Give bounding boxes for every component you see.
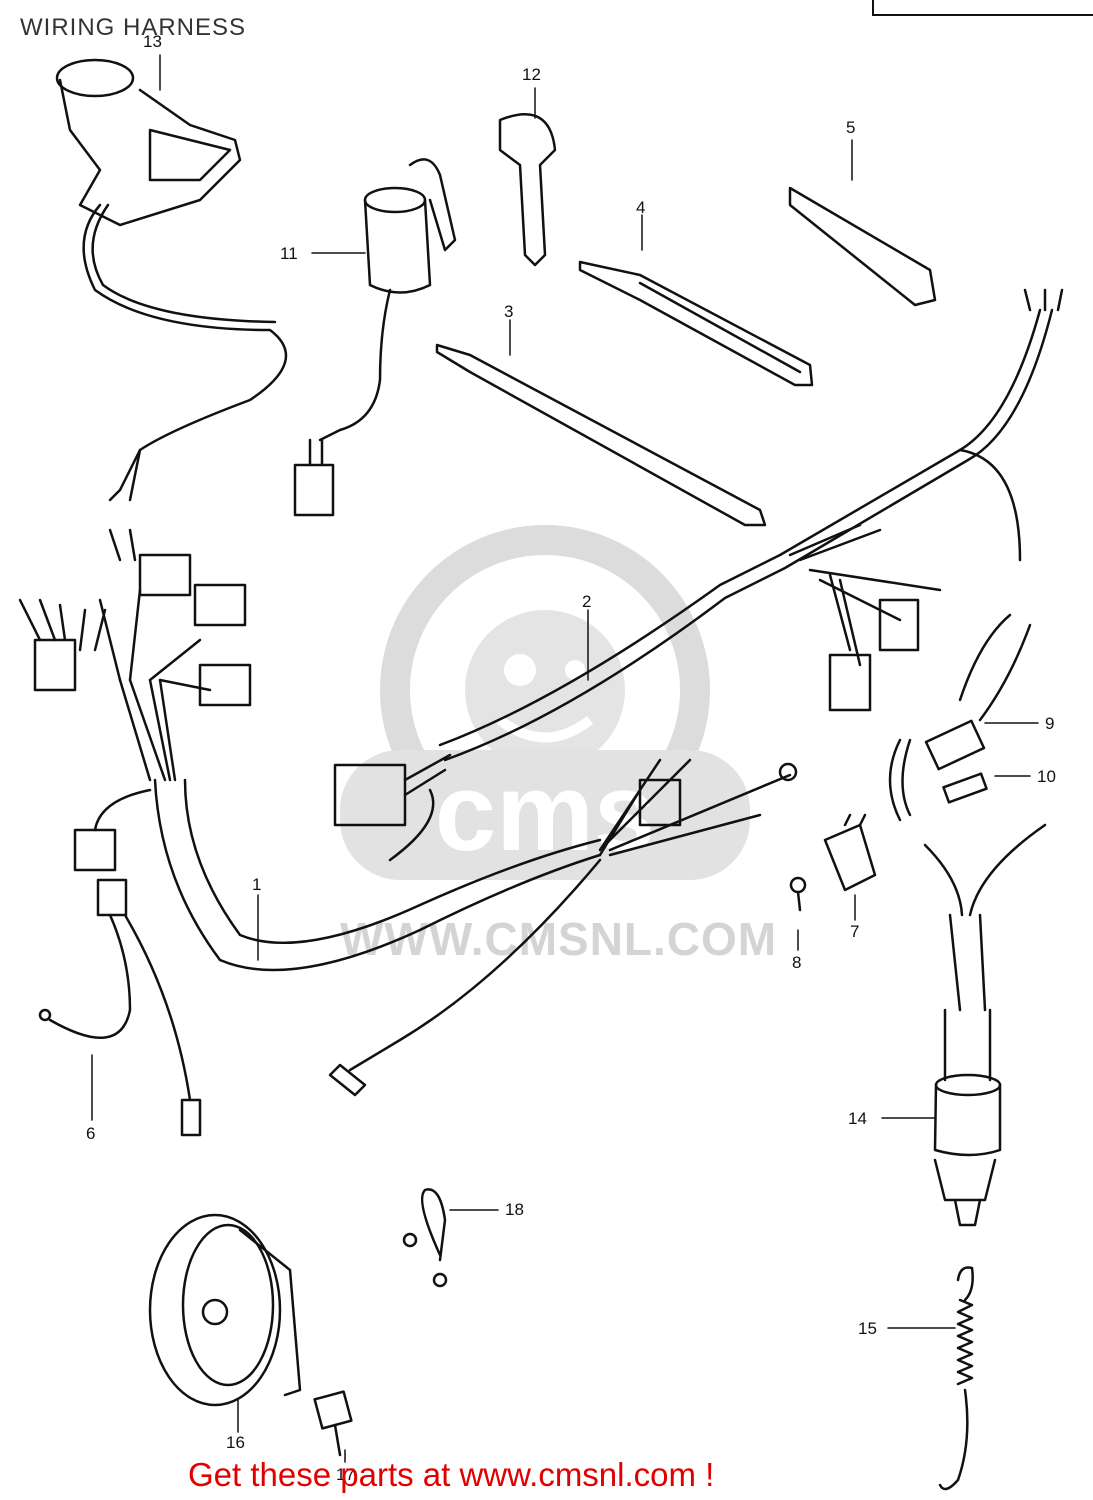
handlebar-switch-13 xyxy=(55,58,288,502)
corner-frame xyxy=(872,0,1093,16)
leader-lines xyxy=(91,54,1039,1463)
spring-15 xyxy=(938,1266,974,1491)
fuse-10 xyxy=(942,772,988,804)
ignition-switch-11 xyxy=(293,158,457,517)
fuse-box-7 xyxy=(823,813,877,892)
callout-11: 11 xyxy=(280,244,298,263)
callout-5: 5 xyxy=(846,118,856,137)
callout-3: 3 xyxy=(504,302,514,321)
callout-7: 7 xyxy=(850,922,860,941)
callout-10: 10 xyxy=(1037,767,1056,786)
callout-9: 9 xyxy=(1045,714,1055,733)
fuse-holder-9 xyxy=(888,613,1032,822)
watermark-logo: cms xyxy=(340,525,750,880)
callout-17: 17 xyxy=(336,1465,355,1484)
callout-13: 13 xyxy=(143,32,162,51)
screw-8 xyxy=(789,876,807,912)
band-4 xyxy=(578,260,814,387)
callout-1: 1 xyxy=(252,875,262,894)
wiring-harness-2 xyxy=(333,288,1064,862)
callout-12: 12 xyxy=(522,65,541,84)
footer-link-text[interactable]: Get these parts at www.cmsnl.com ! xyxy=(188,1456,715,1493)
main-harness-1 xyxy=(18,528,798,1097)
stop-switch-14 xyxy=(923,823,1047,1227)
watermark-text: WWW.CMSNL.COM xyxy=(340,913,778,965)
callout-18: 18 xyxy=(505,1200,524,1219)
clamp-5 xyxy=(788,186,937,307)
diagram-title: WIRING HARNESS xyxy=(20,14,247,41)
callout-15: 15 xyxy=(858,1319,877,1338)
key-12 xyxy=(498,113,557,267)
callout-4: 4 xyxy=(636,198,646,217)
callout-2: 2 xyxy=(582,592,592,611)
horn-16 xyxy=(148,1213,302,1407)
callout-8: 8 xyxy=(792,953,802,972)
callout-16: 16 xyxy=(226,1433,245,1452)
lead-6 xyxy=(38,878,202,1137)
band-3 xyxy=(435,343,767,527)
callout-14: 14 xyxy=(848,1109,867,1128)
bolt-17 xyxy=(313,1390,353,1457)
clamp-18 xyxy=(402,1188,448,1288)
callout-6: 6 xyxy=(86,1124,96,1143)
